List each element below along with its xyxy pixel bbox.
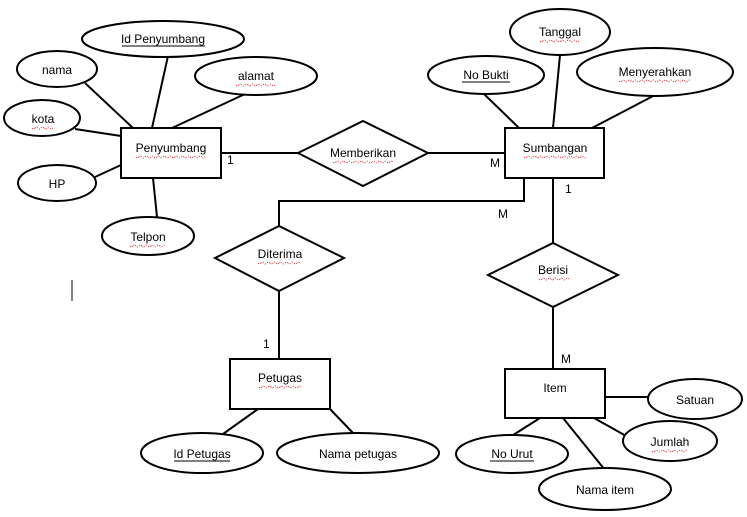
line-item-jumlah	[593, 417, 629, 438]
entity-petugas: Petugas	[229, 358, 331, 410]
attribute-jumlah-label: Jumlah	[651, 435, 690, 449]
attribute-id-petugas: Id Petugas	[140, 432, 264, 474]
attribute-no-bukti-label: No Bukti	[463, 68, 508, 82]
entity-sumbangan: Sumbangan	[504, 127, 605, 179]
attribute-id-penyumbang: Id Penyumbang	[81, 20, 245, 58]
attribute-nama-label: nama	[42, 63, 72, 77]
attribute-no-urut-label: No Urut	[491, 447, 533, 461]
line-penyumbang-hp	[94, 164, 122, 178]
attribute-alamat-label: alamat	[238, 69, 275, 83]
entity-penyumbang-label: Penyumbang	[136, 141, 207, 155]
attribute-nama-item-label: Nama item	[576, 483, 634, 497]
entity-item: Item	[504, 368, 606, 419]
attribute-nama-petugas: Nama petugas	[276, 432, 440, 474]
attribute-menyerahkan-label: Menyerahkan	[619, 65, 692, 79]
cardinality-petugas-diterima: 1	[263, 337, 270, 351]
line-petugas-id-petugas	[222, 408, 259, 435]
attribute-satuan: Satuan	[647, 378, 743, 420]
attribute-jumlah: Jumlah	[622, 420, 718, 462]
cardinality-item-berisi: M	[561, 352, 571, 366]
entity-sumbangan-label: Sumbangan	[523, 141, 588, 155]
attribute-alamat: alamat	[194, 56, 318, 96]
relationship-diterima-label: Diterima	[258, 247, 303, 261]
line-penyumbang-nama	[84, 82, 134, 129]
entity-petugas-label: Petugas	[258, 371, 302, 385]
line-sumbangan-tanggal	[552, 54, 561, 129]
attribute-tanggal-label: Tanggal	[539, 25, 581, 39]
attribute-id-petugas-label: Id Petugas	[173, 447, 230, 461]
relationship-berisi-label: Berisi	[538, 263, 568, 277]
line-penyumbang-kota	[74, 128, 122, 137]
line-item-no-urut	[509, 417, 541, 438]
line-sumbangan-diterima	[278, 178, 525, 226]
relationship-diterima: Diterima	[212, 224, 347, 293]
line-sumbangan-no-bukti	[483, 93, 520, 129]
line-sumbangan-menyerahkan	[591, 94, 656, 129]
attribute-hp-label: HP	[49, 177, 66, 191]
attribute-tanggal: Tanggal	[509, 8, 611, 56]
cardinality-sumbangan-memberikan: M	[490, 156, 500, 170]
line-item-nama-item	[562, 417, 606, 471]
cardinality-sumbangan-berisi: 1	[565, 182, 572, 196]
attribute-nama-item: Nama item	[538, 467, 672, 511]
line-penyumbang-id-penyumbang	[151, 55, 169, 129]
attribute-telpon: Telpon	[101, 216, 195, 256]
cardinality-penyumbang-memberikan: 1	[227, 153, 234, 167]
attribute-nama-petugas-label: Nama petugas	[319, 447, 397, 461]
entity-item-label: Item	[543, 381, 566, 395]
attribute-nama: nama	[16, 50, 98, 88]
attribute-hp: HP	[17, 164, 97, 202]
relationship-memberikan-label: Memberikan	[330, 146, 396, 160]
attribute-satuan-label: Satuan	[676, 393, 714, 407]
attribute-kota: kota	[3, 99, 81, 137]
entity-penyumbang: Penyumbang	[120, 127, 222, 179]
cardinality-sumbangan-diterima: M	[498, 207, 508, 221]
attribute-menyerahkan: Menyerahkan	[576, 47, 734, 97]
connectors	[74, 54, 656, 471]
attribute-kota-label: kota	[32, 112, 55, 126]
relationship-memberikan: Memberikan	[295, 119, 431, 188]
line-petugas-nama-petugas	[329, 408, 354, 434]
line-penyumbang-telpon	[152, 177, 158, 218]
line-penyumbang-alamat	[171, 93, 246, 129]
attribute-id-penyumbang-label: Id Penyumbang	[121, 32, 205, 46]
relationship-berisi: Berisi	[485, 241, 621, 309]
attribute-no-bukti: No Bukti	[427, 55, 545, 95]
attribute-telpon-label: Telpon	[130, 230, 165, 244]
attribute-no-urut: No Urut	[455, 434, 569, 474]
